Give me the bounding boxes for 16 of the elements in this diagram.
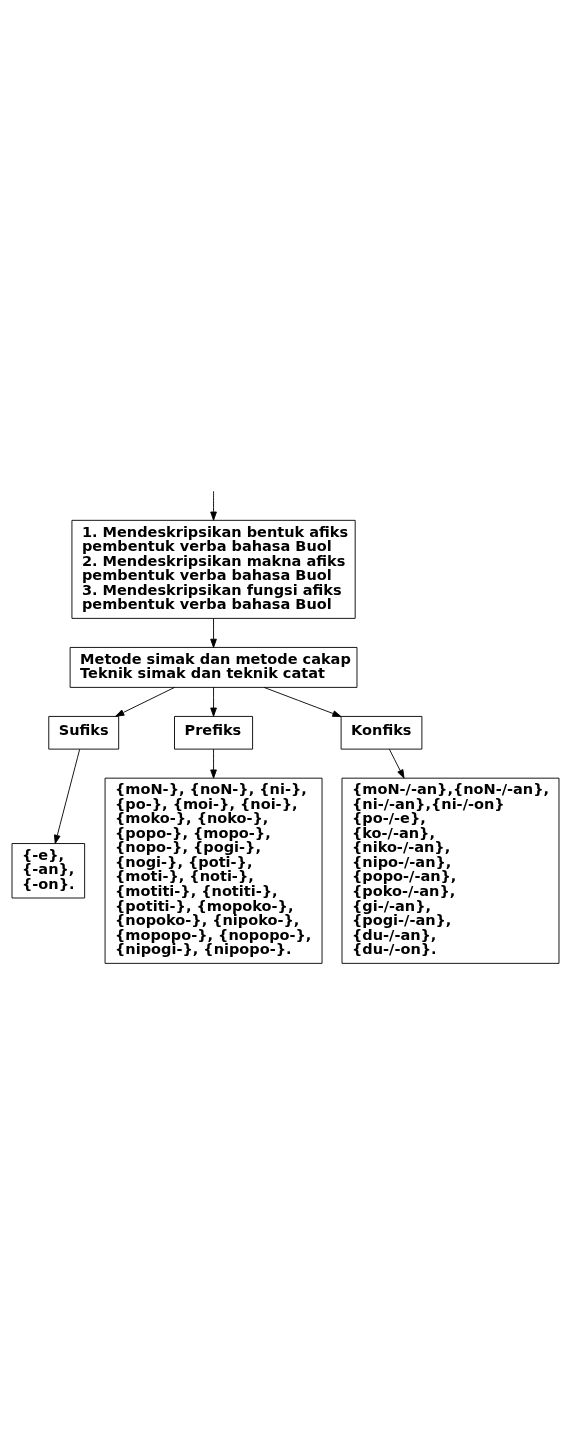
arrow (210, 618, 217, 648)
node-box: Konfiks (340, 715, 423, 750)
arrow (210, 748, 217, 779)
arrow (115, 686, 176, 717)
node-box: 1. Mendeskripsikan bentuk afiks pembentuk verba bahasa Buol 2. Mendeskripsikan makna afiks pembentuk verba bahasa Buol 3. Mendeskripsikan fungsi afiks pembentuk verba bahasa Buol (71, 519, 356, 619)
node-box: {moN-}, {noN-}, {ni-}, {po-}, {moi-}, {noi-}, {moko-}, {noko-}, {popo-}, {mopo-}, {nopo-}, {pogi-}, {nogi-}, {poti-}, {moti-}, {noti-}, {motiti-}, {notiti-}, {potiti-}, {mopoko-}, {nopoko-}, {nipoko-}, {mopopo-}, {nopopo-}, {nipogi-}, {nipopo-}. (104, 777, 323, 964)
arrow (54, 748, 81, 844)
arrow (210, 490, 217, 521)
node-box: Metode simak dan metode cakap Teknik simak dan teknik catat (69, 647, 358, 688)
arrow (263, 686, 342, 717)
node-box: Sufiks (48, 715, 120, 750)
arrow (210, 686, 217, 717)
arrow (388, 748, 405, 779)
node-box: {moN-/-an},{noN-/-an}, {ni-/-an},{ni-/-on} {po-/-e}, {ko-/-an}, {niko-/-an}, {nipo-/-an}, {popo-/-an}, {poko-/-an}, {gi-/-an}, {pogi-/-an}, {du-/-an}, {du-/-on}. (341, 777, 560, 964)
node-box: Prefiks (174, 715, 254, 750)
node-box: {-e}, {-an}, {-on}. (11, 843, 86, 899)
